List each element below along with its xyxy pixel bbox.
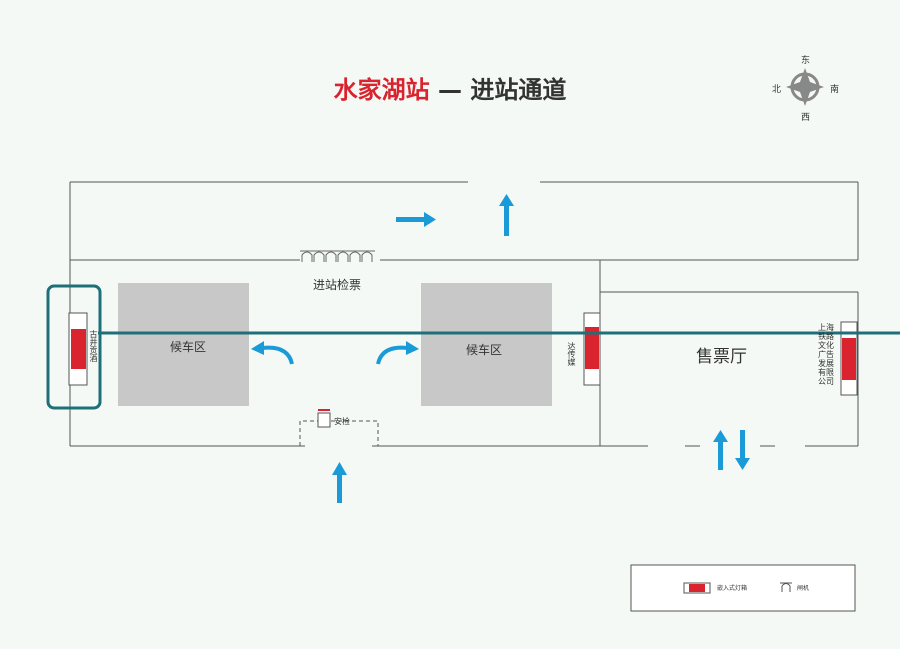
legend-gate-label: 闸机: [797, 585, 810, 592]
arrow-up-entrance-icon: [332, 462, 347, 503]
waiting-area-left-label: 候车区: [170, 340, 207, 354]
lightbox-middle: [583, 312, 601, 386]
compass-west-label: 西: [801, 113, 811, 123]
compass-south-label: 南: [830, 85, 840, 95]
security-checkpoint: [299, 420, 379, 446]
ticket-hall-label: 售票厅: [696, 347, 747, 367]
right-panel-label: 上海铁路文化广告发展有限公司: [818, 323, 834, 386]
arrow-right-icon: [396, 212, 436, 227]
compass-icon: [786, 68, 824, 106]
arrow-down-hall-icon: [735, 430, 750, 470]
arrow-up-hall-icon: [713, 430, 728, 470]
title-separator: —: [429, 76, 471, 104]
waiting-area-left: [118, 283, 249, 406]
legend-box: [630, 564, 856, 612]
security-label: 安检: [334, 417, 350, 426]
highlight-frame: [46, 284, 102, 410]
middle-panel-label: 达传媒: [567, 342, 576, 366]
compass-north-label: 北: [772, 85, 782, 95]
ticket-gate-icon: [300, 250, 375, 262]
area-name: 进站通道: [470, 76, 567, 104]
page-title: 水家湖站 — 进站通道: [0, 70, 900, 105]
curved-arrow-right-icon: [376, 341, 419, 365]
lightbox-right: [840, 321, 858, 396]
ticket-gate-label: 进站检票: [313, 278, 362, 292]
legend-lightbox-label: 嵌入式灯箱: [717, 585, 748, 592]
waiting-area-right-label: 候车区: [466, 343, 503, 357]
arrow-up-icon: [499, 194, 514, 236]
lightbox-left: [68, 312, 88, 386]
waiting-area-right: [421, 283, 552, 406]
security-scanner-icon: [317, 412, 331, 428]
left-panel-label: 古井贡酒: [89, 330, 98, 362]
compass-east-label: 东: [801, 56, 811, 66]
station-name: 水家湖站: [333, 76, 430, 104]
curved-arrow-left-icon: [251, 341, 294, 365]
